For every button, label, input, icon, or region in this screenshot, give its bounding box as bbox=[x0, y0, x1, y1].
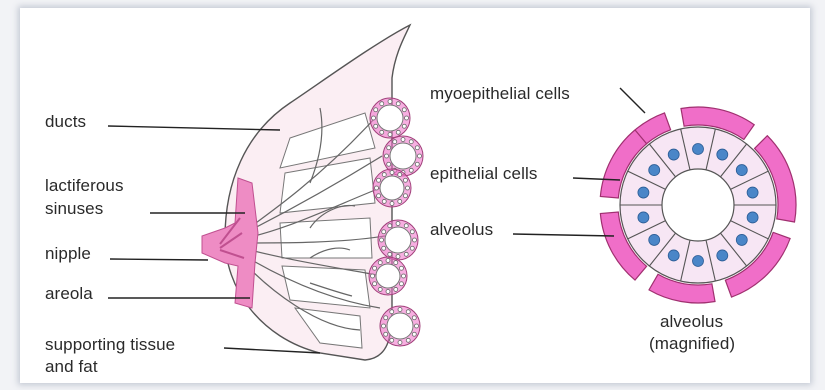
label-alveolus: alveolus bbox=[430, 220, 493, 240]
alveolus-cluster bbox=[378, 220, 418, 260]
nucleus bbox=[668, 250, 679, 261]
alveolus-lumen bbox=[662, 169, 734, 241]
leader-alveolus bbox=[513, 234, 614, 236]
alveolus-cluster bbox=[369, 257, 407, 295]
nucleus bbox=[649, 234, 660, 245]
nucleus bbox=[693, 144, 704, 155]
alveolus-cluster bbox=[380, 306, 420, 346]
nucleus bbox=[717, 250, 728, 261]
leader-myoepithelial bbox=[620, 88, 645, 113]
label-ducts: ducts bbox=[45, 112, 86, 132]
nucleus bbox=[747, 212, 758, 223]
label-lactiferous-line2: sinuses bbox=[45, 199, 103, 219]
label-supporting-line2: and fat bbox=[45, 357, 98, 377]
caption-alveolus: alveolus bbox=[660, 312, 723, 332]
nucleus bbox=[649, 165, 660, 176]
label-areola: areola bbox=[45, 284, 93, 304]
leader-ducts bbox=[108, 126, 280, 130]
label-lactiferous-line1: lactiferous bbox=[45, 176, 124, 196]
leader-nipple bbox=[110, 259, 208, 260]
nucleus bbox=[736, 234, 747, 245]
caption-magnified: (magnified) bbox=[649, 334, 735, 354]
nucleus bbox=[638, 212, 649, 223]
label-myoepithelial: myoepithelial cells bbox=[430, 84, 570, 104]
nucleus bbox=[638, 187, 649, 198]
magnified-alveolus bbox=[600, 107, 796, 303]
label-epithelial: epithelial cells bbox=[430, 164, 537, 184]
nucleus bbox=[668, 149, 679, 160]
nucleus bbox=[717, 149, 728, 160]
breast-anatomy-figure: ducts lactiferous sinuses nipple areola … bbox=[20, 8, 810, 383]
label-supporting-line1: supporting tissue bbox=[45, 335, 175, 355]
alveolus-cluster bbox=[373, 169, 411, 207]
label-nipple: nipple bbox=[45, 244, 91, 264]
nucleus bbox=[693, 256, 704, 267]
alveolus-cluster bbox=[370, 98, 410, 138]
nucleus bbox=[747, 187, 758, 198]
nucleus bbox=[736, 165, 747, 176]
